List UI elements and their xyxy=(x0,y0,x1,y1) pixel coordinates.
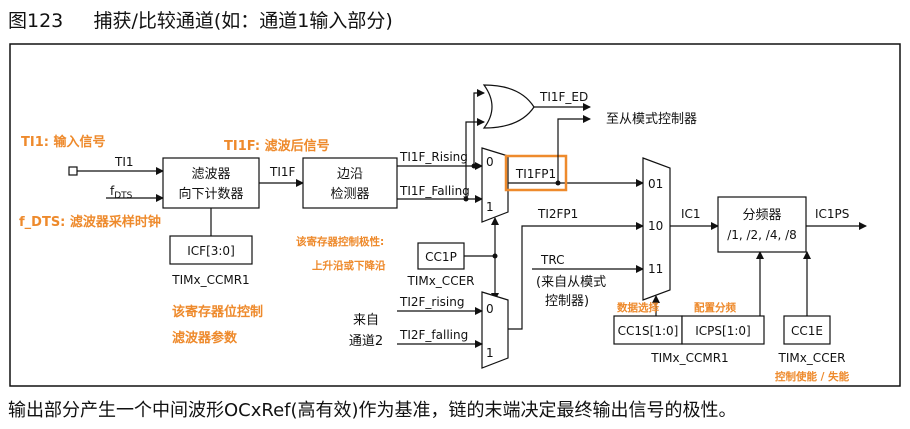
mux1-input-0: 0 xyxy=(486,155,494,169)
filter-label-1: 滤波器 xyxy=(191,167,230,182)
mux2-input-1: 1 xyxy=(486,346,494,360)
icf-register xyxy=(169,235,253,265)
mux-1 xyxy=(481,147,509,223)
filter-label-2: 向下计数器 xyxy=(178,186,243,202)
trc-note-1: (来自从模式 xyxy=(536,275,606,290)
or-gate xyxy=(482,84,535,129)
mux-3 xyxy=(642,157,671,301)
signal-ic1ps: IC1PS xyxy=(815,207,849,221)
annotation-filter-reg-2: 滤波器参数 xyxy=(172,330,238,346)
prescaler-label-1: 分频器 xyxy=(742,208,781,223)
mux2-input-0: 0 xyxy=(486,302,494,316)
annotation-filter-reg-1: 该寄存器位控制 xyxy=(172,304,263,320)
annotation-fdts: f_DTS: 滤波器采样时钟 xyxy=(19,214,161,230)
ti1-input-pin xyxy=(68,166,78,176)
mux3-input-10: 10 xyxy=(648,219,663,233)
signal-ti1f-rising: TI1F_Rising xyxy=(399,150,468,164)
annotation-polarity-2: 上升沿或下降沿 xyxy=(312,259,386,272)
from-channel2-1: 来自 xyxy=(353,313,379,328)
signal-ic1: IC1 xyxy=(681,207,701,221)
from-channel2-2: 通道2 xyxy=(349,334,383,349)
edge-detector-block xyxy=(302,157,398,209)
annotation-ti1: TI1: 输入信号 xyxy=(21,134,105,150)
figure-caption: 图123 捕获/比较通道(如：通道1输入部分) xyxy=(8,6,393,33)
icps-label: ICPS[1:0] xyxy=(695,324,750,338)
signal-fdts: fDTS xyxy=(110,184,133,201)
figure-title: 捕获/比较通道(如：通道1输入部分) xyxy=(93,10,393,32)
cc1p-label: CC1P xyxy=(425,250,457,264)
annotation-enable: 控制使能 / 失能 xyxy=(775,370,850,383)
icf-label: ICF[3:0] xyxy=(187,244,235,258)
mux3-input-01: 01 xyxy=(648,177,663,191)
diagram-frame xyxy=(9,43,901,387)
icps-register xyxy=(681,315,765,345)
to-slave-mode-controller: 至从模式控制器 xyxy=(606,112,697,127)
mux1-input-1: 1 xyxy=(486,200,494,214)
signal-trc: TRC xyxy=(540,253,564,267)
signal-ti2f-falling: TI2F_falling xyxy=(399,328,468,342)
register-ccer-mid: TIMx_CCER xyxy=(406,274,474,288)
prescaler-label-2: /1, /2, /4, /8 xyxy=(727,228,797,242)
cc1e-label: CC1E xyxy=(791,324,823,338)
signal-ti1f: TI1F xyxy=(269,165,296,179)
signal-ti1: TI1 xyxy=(114,155,134,169)
register-ccer-bottom: TIMx_CCER xyxy=(777,351,845,365)
annotation-ti1f: TI1F: 滤波后信号 xyxy=(224,138,330,154)
annotation-data-select: 数据选择 xyxy=(616,301,659,314)
signal-ti2fp1: TI2FP1 xyxy=(537,207,578,221)
cc1e-register xyxy=(783,315,831,345)
figure-number: 图123 xyxy=(8,10,64,32)
annotation-prescaler-cfg: 配置分频 xyxy=(694,301,736,314)
annotation-polarity-1: 该寄存器控制极性: xyxy=(296,235,384,248)
signal-ti2f-rising: TI2F_rising xyxy=(399,295,464,309)
edge-label-1: 边沿 xyxy=(337,167,363,182)
register-ccmr1-top: TIMx_CCMR1 xyxy=(171,273,249,287)
edge-label-2: 检测器 xyxy=(330,187,369,202)
signal-ti1f-ed: TI1F_ED xyxy=(539,90,588,104)
prescaler-block xyxy=(717,196,807,253)
cc1p-register xyxy=(417,242,465,270)
trc-note-2: 控制器) xyxy=(545,294,589,309)
signal-ti1f-falling: TI1F_Falling xyxy=(399,184,470,198)
cc1s-label: CC1S[1:0] xyxy=(618,324,679,338)
ti1fp1-highlight xyxy=(504,154,568,192)
footer-text: 输出部分产生一个中间波形OCxRef(高有效)作为基准，链的末端决定最终输出信号… xyxy=(8,400,737,421)
mux3-input-11: 11 xyxy=(648,262,663,276)
signal-ti1fp1: TI1FP1 xyxy=(515,167,556,181)
register-ccmr1-bottom: TIMx_CCMR1 xyxy=(650,351,728,365)
